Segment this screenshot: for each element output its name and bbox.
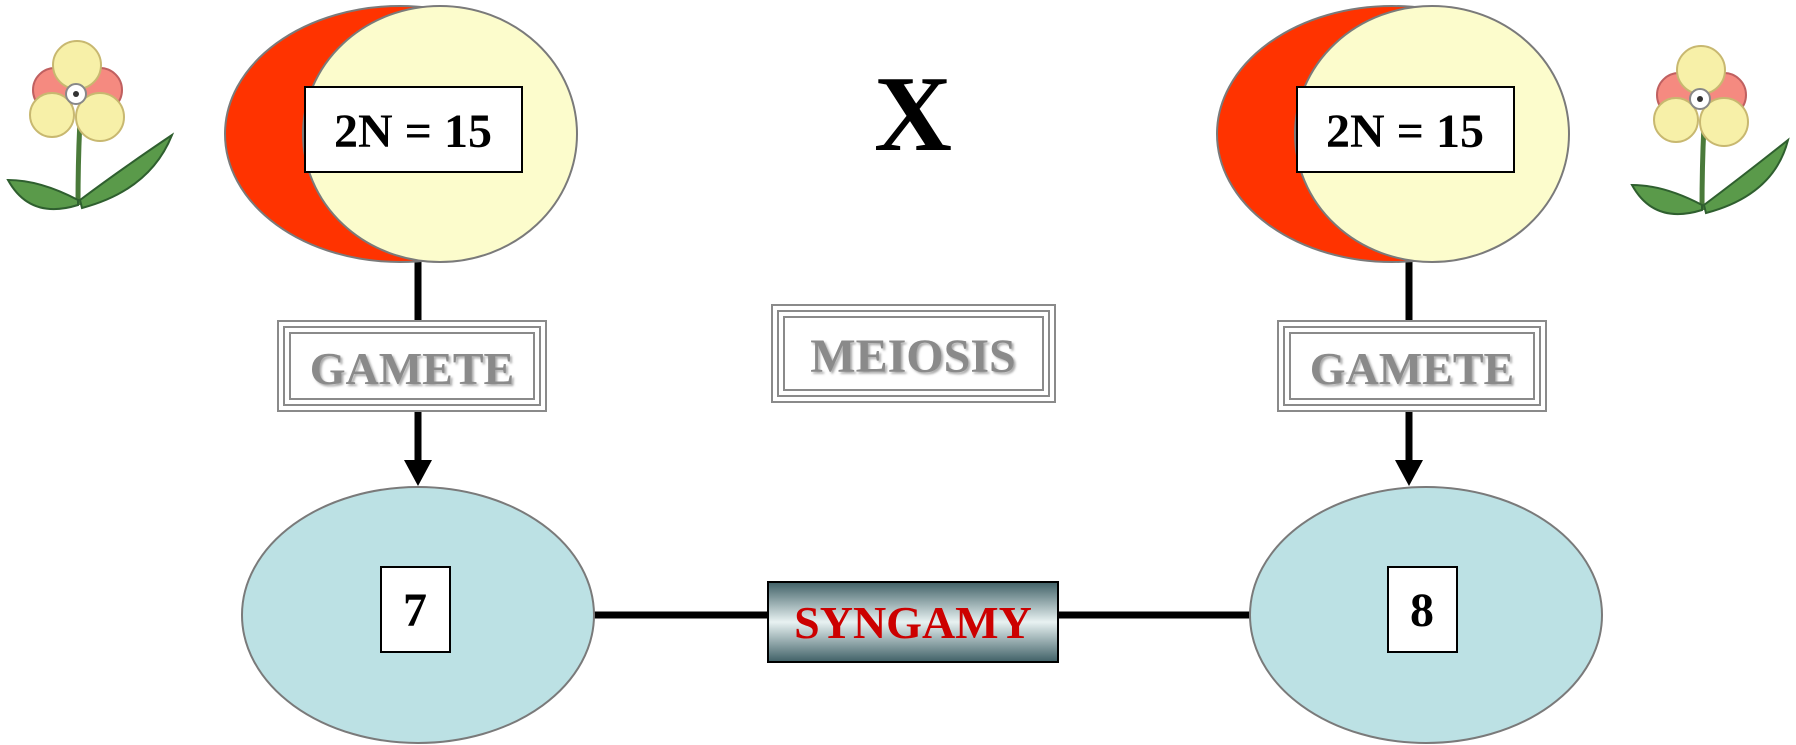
meiosis-label: MEIOSIS bbox=[810, 330, 1015, 383]
left-gamete-label-box: GAMETE bbox=[277, 320, 547, 412]
syngamy-label: SYNGAMY bbox=[794, 597, 1032, 648]
right-chromosome-label: 2N = 15 bbox=[1326, 105, 1484, 158]
right-gamete-label-box: GAMETE bbox=[1277, 320, 1547, 412]
right-parent-cell: 2N = 15 bbox=[1216, 5, 1570, 263]
connector-lines bbox=[404, 262, 1423, 619]
left-gamete-label: GAMETE bbox=[310, 343, 514, 394]
left-chromosome-box bbox=[304, 86, 523, 173]
syngamy-label-box: SYNGAMY bbox=[767, 581, 1059, 663]
meiosis-label-box: MEIOSIS bbox=[771, 304, 1056, 403]
flower-icon-left bbox=[6, 40, 175, 211]
right-gamete-arrowhead bbox=[1395, 460, 1423, 486]
flower-icon-right bbox=[1630, 45, 1790, 216]
left-parent-cell: 2N = 15 bbox=[224, 5, 578, 263]
right-chromosome-box bbox=[1296, 86, 1515, 173]
left-gamete-number: 7 bbox=[403, 584, 427, 637]
left-gamete-number-box bbox=[380, 566, 451, 653]
right-gamete-number-box bbox=[1387, 566, 1458, 653]
left-chromosome-label: 2N = 15 bbox=[334, 105, 492, 158]
left-gamete-cell: 7 bbox=[241, 486, 595, 744]
left-gamete-arrowhead bbox=[404, 460, 432, 486]
cross-symbol: X bbox=[874, 55, 952, 174]
right-gamete-number: 8 bbox=[1410, 584, 1434, 637]
right-gamete-cell: 8 bbox=[1249, 486, 1603, 744]
right-gamete-label: GAMETE bbox=[1310, 343, 1514, 394]
